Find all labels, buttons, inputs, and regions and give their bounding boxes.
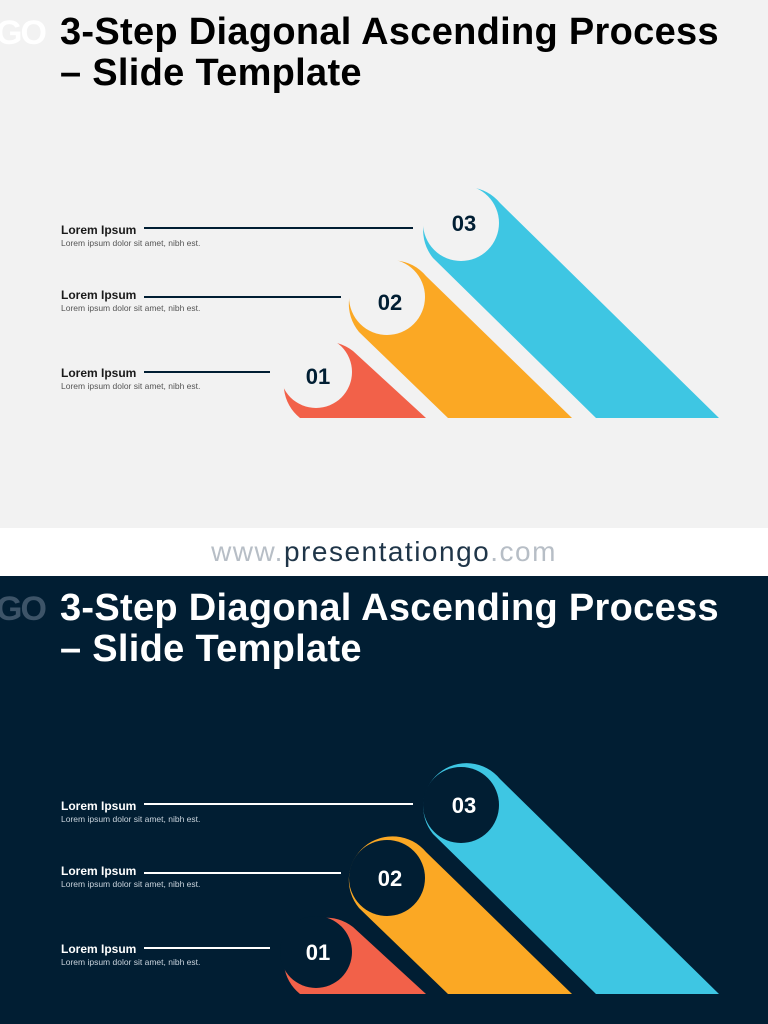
step-number-03: 03 (452, 211, 476, 236)
diagonal-steps-diagram: 03 02 01 (144, 185, 719, 418)
step-circle-03 (423, 185, 499, 261)
step-label-title: Lorem Ipsum (61, 799, 137, 813)
logo: GO (0, 14, 47, 52)
step-label-description: Lorem ipsum dolor sit amet, nibh est. (61, 238, 201, 248)
step-label-03: Lorem Ipsum Lorem ipsum dolor sit amet, … (61, 799, 200, 825)
step-number-02: 02 (378, 290, 402, 315)
step-label-title: Lorem Ipsum (61, 942, 137, 956)
step-label-01: Lorem Ipsum Lorem ipsum dolor sit amet, … (61, 942, 200, 968)
footer-suffix: .com (490, 536, 557, 567)
diagonal-steps-diagram: 03 02 01 (144, 763, 719, 994)
step-label-description: Lorem ipsum dolor sit amet, nibh est. (61, 381, 201, 391)
slide-light: GO 3-Step Diagonal Ascending Process – S… (0, 0, 768, 528)
slide-title: 3-Step Diagonal Ascending Process – Slid… (60, 587, 719, 670)
step-circle-02 (349, 259, 425, 335)
step-circle-01 (280, 916, 352, 988)
slide-title: 3-Step Diagonal Ascending Process – Slid… (60, 11, 719, 94)
step-label-description: Lorem ipsum dolor sit amet, nibh est. (61, 879, 201, 889)
step-label-01: Lorem Ipsum Lorem ipsum dolor sit amet, … (61, 366, 200, 392)
step-number-01: 01 (306, 940, 330, 965)
step-label-02: Lorem Ipsum Lorem ipsum dolor sit amet, … (61, 288, 200, 314)
step-label-03: Lorem Ipsum Lorem ipsum dolor sit amet, … (61, 223, 200, 249)
step-label-title: Lorem Ipsum (61, 288, 137, 302)
step-label-02: Lorem Ipsum Lorem ipsum dolor sit amet, … (61, 864, 200, 890)
step-circle-02 (349, 840, 425, 916)
step-label-title: Lorem Ipsum (61, 366, 137, 380)
step-shape-03 (423, 187, 719, 418)
step-label-description: Lorem ipsum dolor sit amet, nibh est. (61, 957, 201, 967)
step-number-02: 02 (378, 866, 402, 891)
logo: GO (0, 590, 47, 628)
step-shape-03 (423, 763, 719, 994)
footer-website: www.presentationgo.com (0, 528, 768, 576)
footer-prefix: www. (211, 536, 284, 567)
footer-domain: presentationgo (283, 536, 491, 567)
step-label-description: Lorem ipsum dolor sit amet, nibh est. (61, 814, 201, 824)
step-label-title: Lorem Ipsum (61, 864, 137, 878)
step-circle-03 (423, 767, 499, 843)
slide-dark: GO 3-Step Diagonal Ascending Process – S… (0, 576, 768, 1024)
step-number-03: 03 (452, 793, 476, 818)
step-label-title: Lorem Ipsum (61, 223, 137, 237)
step-label-description: Lorem ipsum dolor sit amet, nibh est. (61, 303, 201, 313)
step-circle-01 (280, 336, 352, 408)
step-number-01: 01 (306, 364, 330, 389)
